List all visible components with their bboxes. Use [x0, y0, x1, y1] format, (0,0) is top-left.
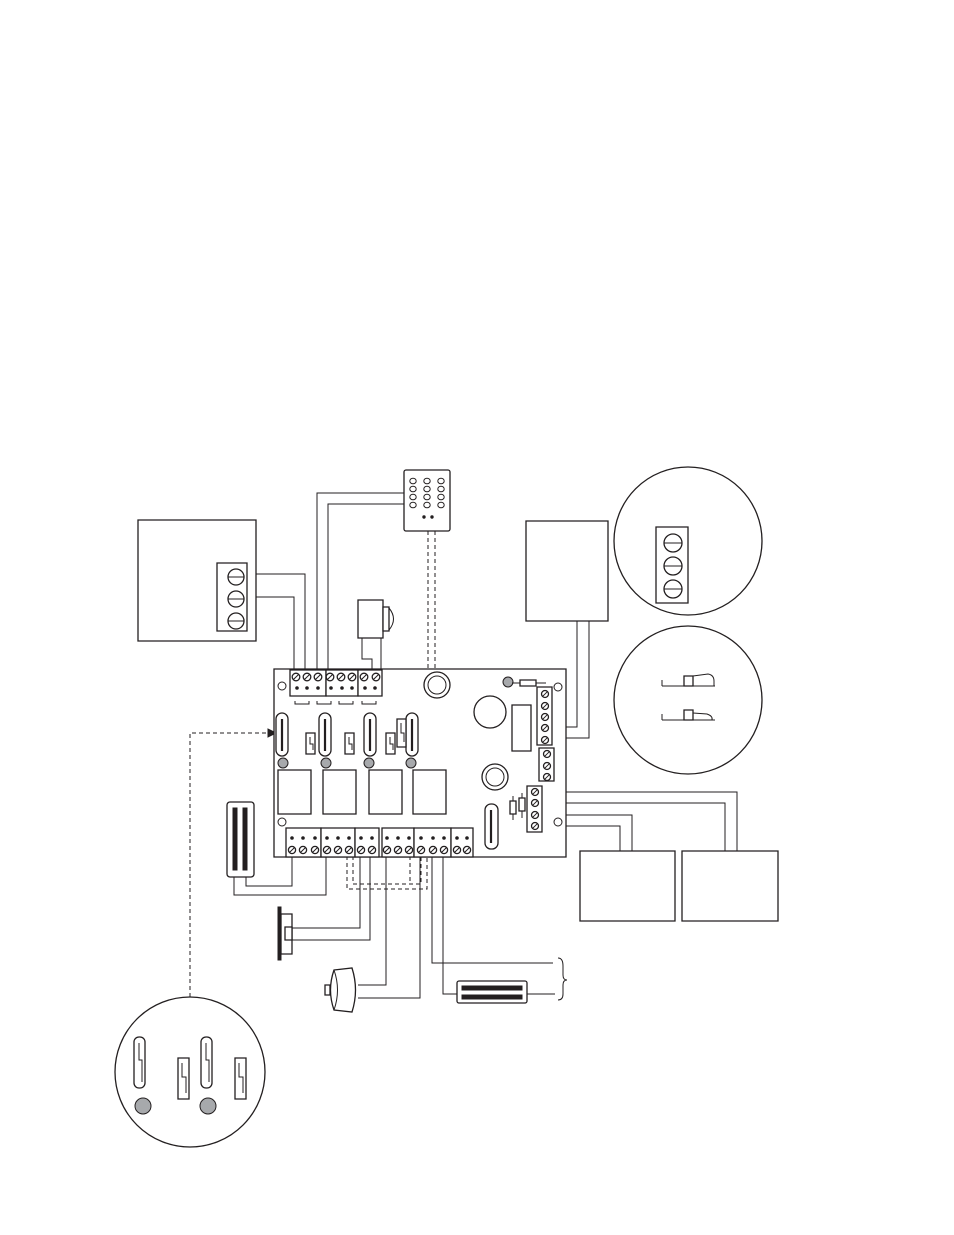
- control-board: [274, 669, 566, 857]
- terminal-screw-icon: [542, 703, 549, 710]
- terminal-dot: [296, 687, 299, 690]
- jumper-detail-callout: [115, 997, 265, 1147]
- terminal-screw-icon: [664, 534, 682, 552]
- terminal-screw-icon: [532, 823, 539, 830]
- terminal-screw-icon: [544, 774, 551, 781]
- terminal-dot: [341, 687, 344, 690]
- terminal-dot: [371, 837, 374, 840]
- terminal-dot: [351, 687, 354, 690]
- terminal-dot: [408, 837, 411, 840]
- terminal-dot: [302, 837, 305, 840]
- terminal-screw-icon: [360, 673, 368, 681]
- terminal-screw-icon: [311, 846, 318, 853]
- terminal-screw-icon: [323, 846, 330, 853]
- terminal-dot: [374, 687, 377, 690]
- round-component: [482, 764, 508, 790]
- terminal-screw-icon: [532, 800, 539, 807]
- terminal-screw-icon: [334, 846, 341, 853]
- terminal-dot: [364, 687, 367, 690]
- terminal-dot: [386, 837, 389, 840]
- reader-icon: [325, 968, 356, 1012]
- mag-lock-vertical-icon: [227, 802, 254, 877]
- terminal-screw-icon: [372, 673, 380, 681]
- terminal-screw-icon: [542, 714, 549, 721]
- terminal-screw-icon: [337, 673, 345, 681]
- mag-lock-horizontal-icon: [457, 981, 527, 1003]
- terminal-screw-icon: [463, 846, 470, 853]
- round-component: [424, 672, 450, 698]
- keypad-dot: [423, 516, 425, 518]
- terminal-dot: [326, 837, 329, 840]
- terminal-dot: [443, 837, 446, 840]
- terminal-dot: [306, 687, 309, 690]
- terminal-dot: [420, 837, 423, 840]
- terminal-dot: [317, 687, 320, 690]
- terminal-screw-icon: [348, 673, 356, 681]
- terminal-dot: [330, 687, 333, 690]
- bottom-box-right: [682, 851, 778, 921]
- power-supply-box: [138, 520, 256, 641]
- terminal-screw-icon: [544, 763, 551, 770]
- terminal-screw-icon: [664, 580, 682, 598]
- terminal-dot: [360, 837, 363, 840]
- terminal-screw-icon: [542, 737, 549, 744]
- bottom-box-left: [580, 851, 675, 921]
- terminal-screw-icon: [314, 673, 322, 681]
- terminal-screw-icon: [303, 673, 311, 681]
- brace-icon: [558, 958, 567, 1000]
- terminal-screw-icon: [440, 846, 447, 853]
- terminal-screw-icon: [429, 846, 436, 853]
- terminal-screw-icon: [544, 751, 551, 758]
- keypad-dot: [431, 516, 433, 518]
- terminal-screw-icon: [299, 846, 306, 853]
- terminal-screw-icon: [532, 789, 539, 796]
- terminal-dot: [456, 837, 459, 840]
- terminal-screw-icon: [383, 846, 390, 853]
- terminal-screw-icon: [345, 846, 352, 853]
- terminal-screw-icon: [228, 569, 244, 585]
- bottom-terminal-blocks: [286, 828, 473, 857]
- terminal-dot: [348, 837, 351, 840]
- terminal-screw-icon: [664, 557, 682, 575]
- terminal-screw-icon: [368, 846, 375, 853]
- terminal-dot: [466, 837, 469, 840]
- terminal-dot: [432, 837, 435, 840]
- keypad-icon: [404, 470, 450, 531]
- terminal-screw-icon: [394, 846, 401, 853]
- strike-icon: [278, 907, 292, 960]
- terminal-dot: [291, 837, 294, 840]
- terminal-screw-icon: [542, 725, 549, 732]
- terminal-screw-icon: [326, 673, 334, 681]
- terminal-screw-icon: [417, 846, 424, 853]
- terminal-screw-icon: [405, 846, 412, 853]
- terminal-screw-icon: [453, 846, 460, 853]
- terminal-dot: [314, 837, 317, 840]
- terminal-screw-icon: [542, 691, 549, 698]
- terminal-screw-icon: [288, 846, 295, 853]
- terminal-dot: [397, 837, 400, 840]
- terminal-screw-icon: [532, 812, 539, 819]
- terminal-screw-icon: [228, 591, 244, 607]
- terminal-screw-icon: [292, 673, 300, 681]
- terminal-screw-icon: [357, 846, 364, 853]
- sounder-icon: [358, 600, 394, 638]
- switch-detail-callout: [614, 626, 762, 774]
- external-module-box: [526, 521, 608, 621]
- terminal-detail-callout: [614, 467, 762, 615]
- terminal-dot: [337, 837, 340, 840]
- terminal-screw-icon: [228, 613, 244, 629]
